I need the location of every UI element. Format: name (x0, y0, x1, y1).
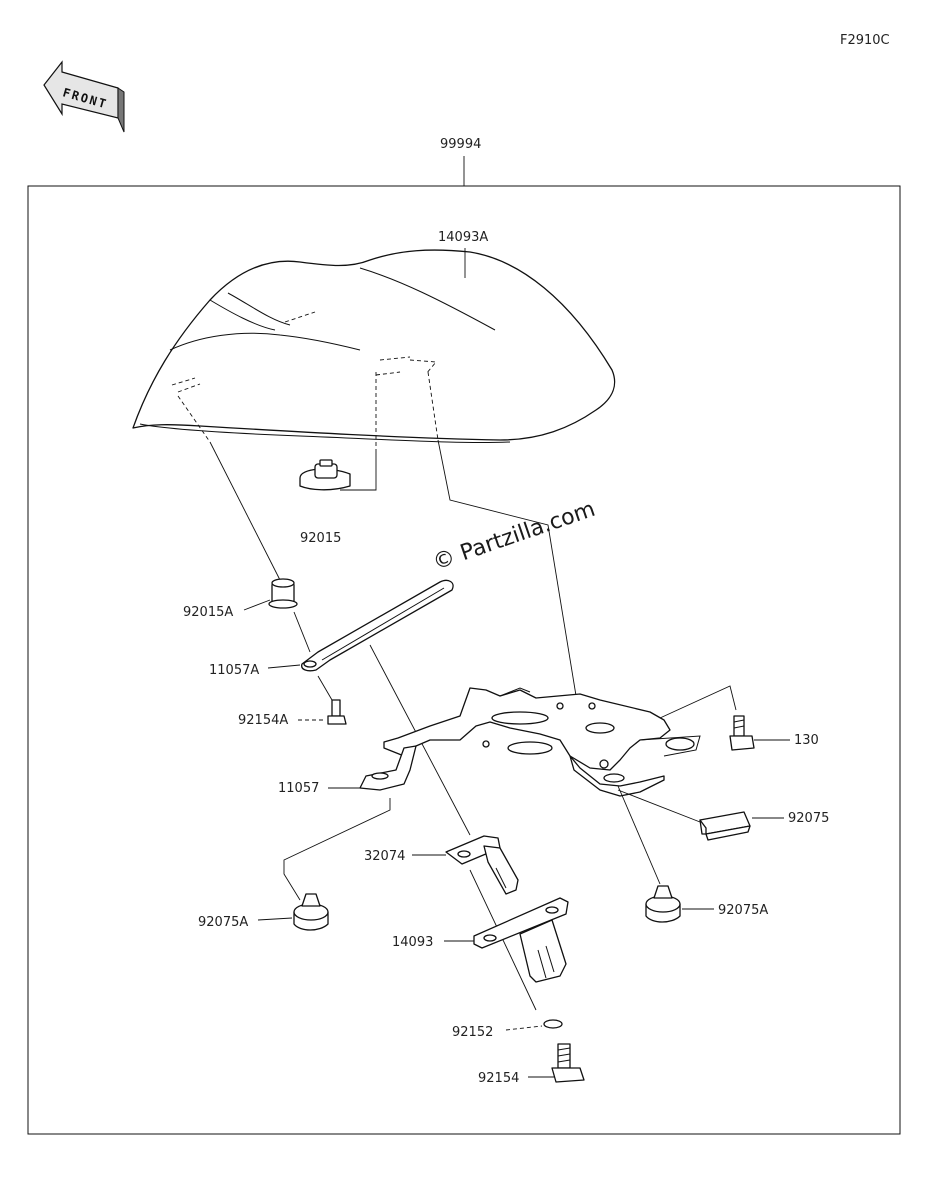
assembly-number: 99994 (440, 137, 481, 152)
pad-part (699, 811, 751, 841)
label-bolt-a: 92154A (238, 713, 288, 728)
damper-right-part (645, 885, 681, 923)
bolt-part (551, 1043, 585, 1083)
label-damper-left: 92075A (198, 915, 248, 930)
label-bolt-right: 130 (794, 733, 819, 748)
figure-code: F2910C (840, 33, 890, 48)
label-damper-right: 92075A (718, 903, 768, 918)
watermark: © Partzilla.com (430, 497, 599, 576)
damper-left-part (293, 893, 329, 931)
label-grommet: 92015 (300, 531, 341, 546)
label-washer: 92152 (452, 1025, 493, 1040)
front-arrow-icon: FRONT (43, 60, 125, 133)
stay-part (301, 579, 454, 672)
label-bolt: 92154 (478, 1071, 519, 1086)
label-plate: 14093 (392, 935, 433, 950)
assembly-frame (27, 185, 901, 1135)
label-bracket: 11057 (278, 781, 319, 796)
label-seat-cover: 14093A (438, 230, 488, 245)
bolt-right-part (729, 715, 755, 751)
seat-cover-part (132, 249, 616, 444)
bolt-small-part (327, 699, 347, 725)
spacer-clip-part (445, 835, 519, 895)
washer-part (543, 1019, 563, 1029)
grommet-part (299, 459, 351, 491)
collar-part (268, 578, 298, 609)
bracket-frame-part (359, 687, 701, 797)
label-spacer: 32074 (364, 849, 405, 864)
label-pad: 92075 (788, 811, 829, 826)
label-collar: 92015A (183, 605, 233, 620)
label-stay: 11057A (209, 663, 259, 678)
plate-part (473, 897, 569, 983)
